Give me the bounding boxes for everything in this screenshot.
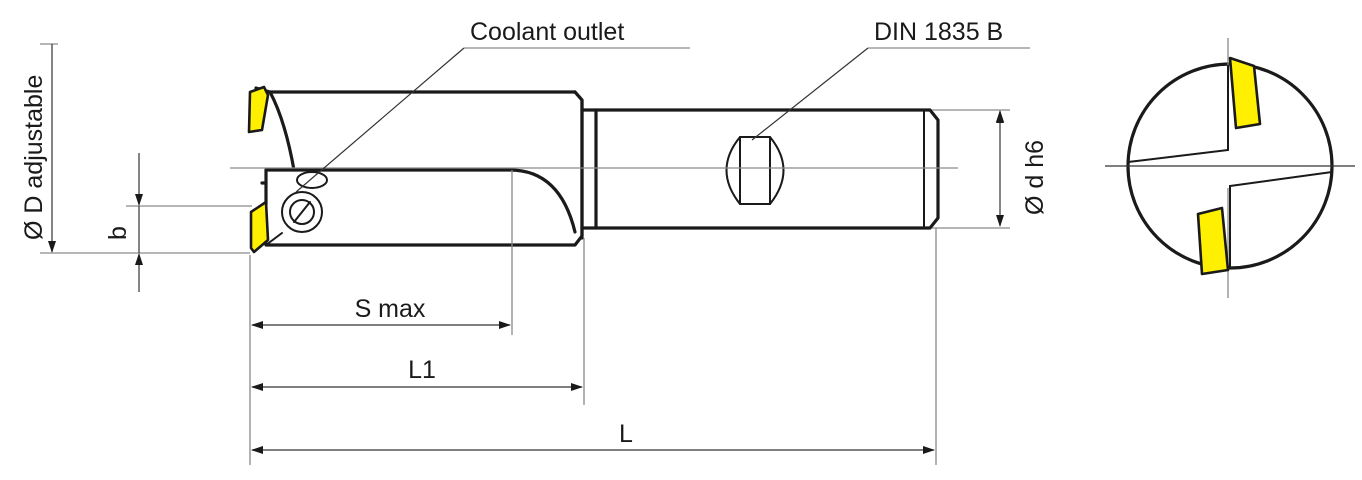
dim-b: b (104, 153, 252, 292)
dim-l1: L1 (251, 356, 583, 391)
dim-dia-d-h6: Ø d h6 (932, 109, 1049, 229)
dia-d-adjustable-label: Ø D adjustable (20, 75, 48, 240)
dia-d-h6-label: Ø d h6 (1021, 140, 1049, 215)
end-view-lower-insert (1196, 206, 1230, 276)
b-label: b (104, 226, 132, 240)
s-max-label: S max (355, 295, 426, 323)
dim-extension-lines (249, 170, 937, 465)
dim-l: L (251, 420, 935, 454)
end-view (1105, 38, 1355, 298)
din-label: DIN 1835 B (874, 18, 1003, 46)
l-label: L (619, 420, 633, 448)
lower-insert (249, 200, 270, 254)
coolant-outlet-label: Coolant outlet (470, 18, 624, 46)
dim-s-max: S max (251, 295, 511, 329)
callout-coolant-outlet: Coolant outlet (295, 18, 690, 193)
callout-din-1835-b: DIN 1835 B (751, 18, 1030, 141)
tool-body (254, 86, 940, 247)
l1-label: L1 (408, 356, 436, 384)
dim-dia-d-adjustable: Ø D adjustable (20, 43, 250, 254)
end-view-upper-insert (1228, 56, 1262, 130)
upper-insert (247, 85, 270, 134)
